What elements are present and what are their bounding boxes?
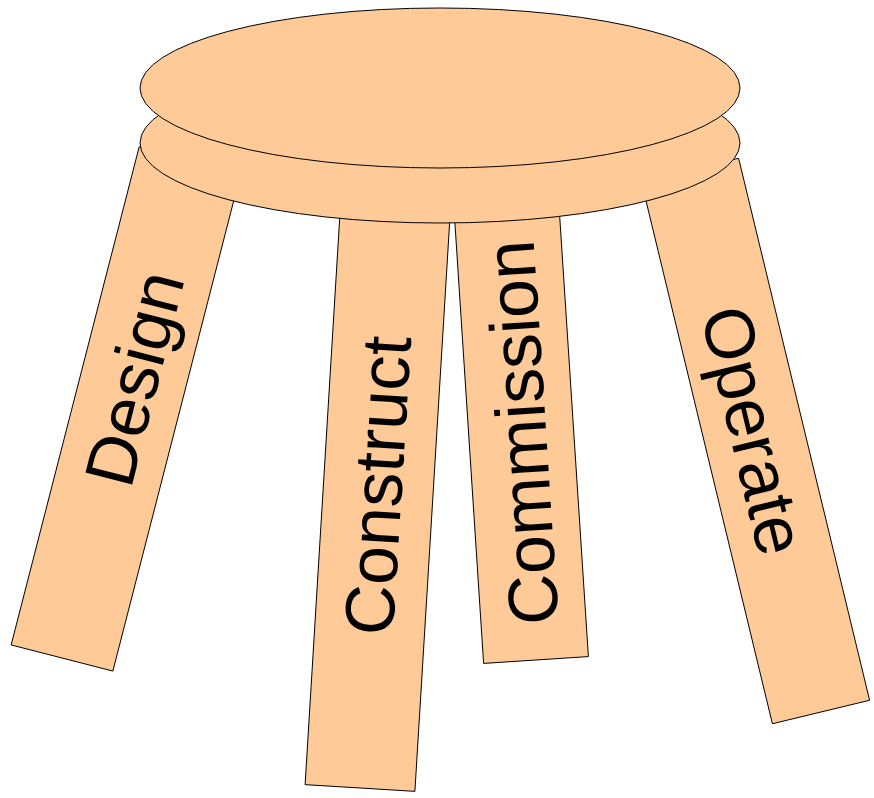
stool-leg xyxy=(455,212,589,664)
stool-leg-label-box: Commission xyxy=(455,212,589,664)
stool-leg xyxy=(305,212,450,792)
seat-top xyxy=(140,8,740,168)
stool-seat xyxy=(140,8,740,223)
stool-leg xyxy=(11,147,241,671)
stool-legs xyxy=(11,147,869,791)
stool-leg-label-box: Operate xyxy=(641,158,869,723)
phase-label: Construct xyxy=(334,333,422,636)
stool-leg-label-box: Design xyxy=(11,147,241,671)
stool-leg xyxy=(641,158,869,723)
phase-label: Design xyxy=(73,264,195,492)
stool-leg-label-box: Construct xyxy=(305,212,450,792)
phase-label: Operate xyxy=(689,299,816,561)
phase-label: Commission xyxy=(474,238,569,627)
